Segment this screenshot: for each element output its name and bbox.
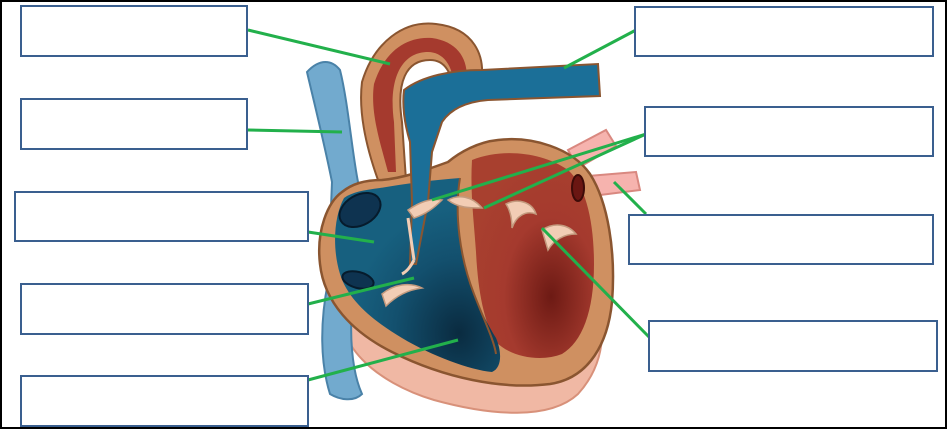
label-box-3[interactable]: [14, 191, 309, 242]
label-box-2[interactable]: [20, 98, 248, 150]
label-box-9[interactable]: [648, 320, 938, 372]
label-box-6[interactable]: [634, 6, 934, 57]
leader-line-1: [248, 30, 390, 64]
leader-line-2: [248, 130, 342, 132]
label-box-4[interactable]: [20, 283, 309, 335]
label-box-7[interactable]: [644, 106, 934, 157]
label-box-8[interactable]: [628, 214, 934, 265]
leader-line-6: [564, 30, 636, 68]
label-box-5[interactable]: [20, 375, 309, 427]
pulmonary-vein-opening: [572, 175, 584, 201]
label-box-1[interactable]: [20, 5, 248, 57]
